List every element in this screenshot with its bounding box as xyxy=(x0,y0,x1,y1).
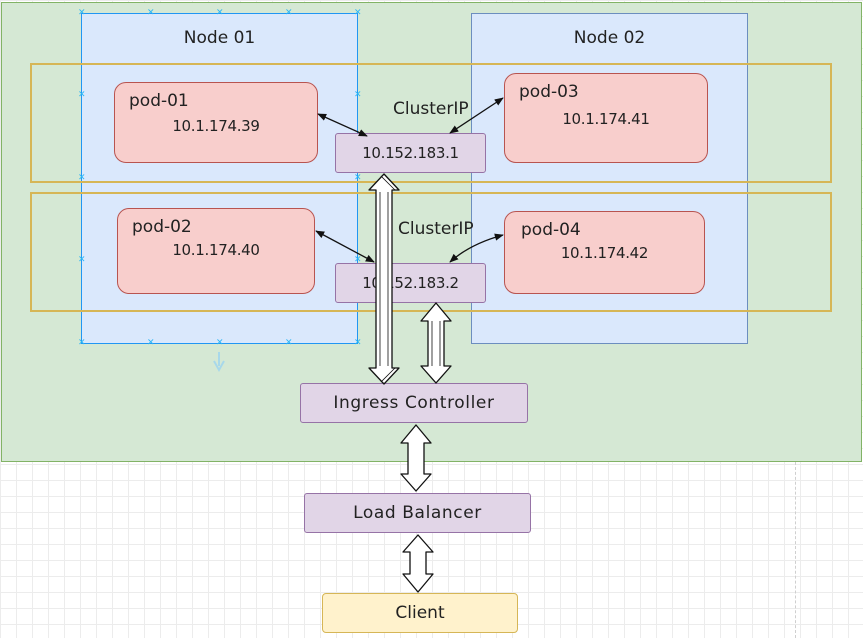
ingress-controller-box[interactable]: Ingress Controller xyxy=(300,383,528,423)
lb-client-arrow[interactable] xyxy=(402,534,434,593)
service-1-ingress-arrow-sketch xyxy=(379,175,396,383)
pod-04-service-connector[interactable] xyxy=(449,233,504,263)
selection-handle[interactable]: ✕ xyxy=(285,338,293,348)
selection-handle[interactable]: ✕ xyxy=(78,338,86,348)
selection-handle[interactable]: ✕ xyxy=(216,8,224,18)
pod-01-service-connector[interactable] xyxy=(317,113,368,137)
service-1-ingress-arrow[interactable] xyxy=(368,173,400,385)
selection-handle[interactable]: ✕ xyxy=(147,338,155,348)
service-2-box[interactable]: 10.152.183.2 xyxy=(335,263,486,303)
service-band-1 xyxy=(30,63,832,183)
pod-name: pod-04 xyxy=(521,220,581,240)
service-2-ingress-arrow-sketch xyxy=(431,321,441,366)
pod-ip: 10.1.174.42 xyxy=(560,244,649,262)
pod-name: pod-02 xyxy=(132,217,192,237)
pod-name: pod-01 xyxy=(129,91,189,111)
selection-handle[interactable]: ✕ xyxy=(354,90,362,100)
pod-ip: 10.1.174.40 xyxy=(172,241,260,259)
client-box[interactable]: Client xyxy=(322,593,518,633)
selection-handle[interactable]: ✕ xyxy=(285,8,293,18)
pod-02-service-connector[interactable] xyxy=(315,230,375,263)
selection-handle[interactable]: ✕ xyxy=(354,338,362,348)
node-02-title: Node 02 xyxy=(573,28,646,48)
selection-handle[interactable]: ✕ xyxy=(147,8,155,18)
pod-ip: 10.1.174.41 xyxy=(562,110,650,128)
selection-handle[interactable]: ✕ xyxy=(216,338,224,348)
selection-handle[interactable]: ✕ xyxy=(78,90,86,100)
pod-03-service-connector[interactable] xyxy=(449,97,504,134)
drop-hint-arrow-icon[interactable] xyxy=(213,352,225,373)
selection-handle[interactable]: ✕ xyxy=(78,255,86,265)
pod-03-box[interactable]: pod-03 10.1.174.41 xyxy=(504,73,708,163)
selection-handle[interactable]: ✕ xyxy=(78,173,86,183)
pod-04-box[interactable]: pod-04 10.1.174.42 xyxy=(504,211,705,294)
selection-handle[interactable]: ✕ xyxy=(354,8,362,18)
ingress-lb-arrow[interactable] xyxy=(400,424,432,492)
service-2-ingress-arrow[interactable] xyxy=(420,302,452,384)
selection-handle[interactable]: ✕ xyxy=(78,8,86,18)
pod-01-box[interactable]: pod-01 10.1.174.39 xyxy=(114,82,318,163)
pod-02-box[interactable]: pod-02 10.1.174.40 xyxy=(117,208,315,294)
pod-name: pod-03 xyxy=(519,82,579,102)
load-balancer-box[interactable]: Load Balancer xyxy=(304,493,531,533)
service-1-box[interactable]: 10.152.183.1 xyxy=(335,133,486,173)
selection-handle[interactable]: ✕ xyxy=(354,173,362,183)
node-01-title: Node 01 xyxy=(183,28,256,48)
guide-line xyxy=(795,462,796,638)
pod-ip: 10.1.174.39 xyxy=(172,117,260,135)
